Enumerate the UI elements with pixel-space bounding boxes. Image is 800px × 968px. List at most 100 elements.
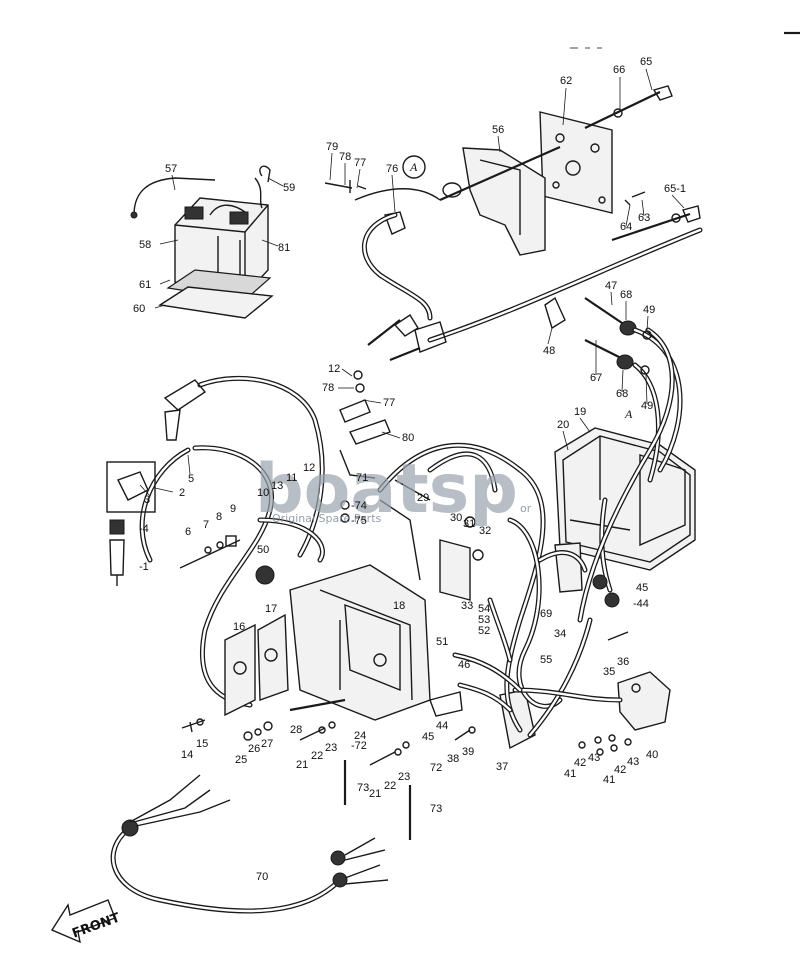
leader-line	[625, 204, 631, 227]
callout-30: 30	[450, 512, 462, 524]
leader-line	[154, 304, 166, 309]
watermark-main: boatsp	[255, 450, 518, 529]
callout-25: 25	[235, 754, 247, 766]
leader-line	[139, 484, 151, 497]
callout-77b: 77	[383, 397, 395, 409]
callout-43b: 43	[627, 756, 639, 768]
callout-71: 71	[356, 472, 368, 484]
callout-44b: 44	[436, 720, 448, 732]
ref-mark-a-box: A	[624, 407, 633, 421]
callout-53: 53	[478, 614, 490, 626]
callout-6: 6	[185, 526, 191, 538]
leader-line	[562, 87, 567, 126]
leader-line	[154, 487, 174, 493]
front-direction-arrow: FRONT	[50, 899, 122, 944]
callout-16: 16	[233, 621, 245, 633]
callout-9: 9	[230, 503, 236, 515]
callout-3: 3	[144, 494, 150, 506]
callout-44a: -44	[633, 598, 649, 610]
callout-55: 55	[540, 654, 552, 666]
callout-11: 11	[286, 472, 297, 484]
callout-42b: 42	[614, 764, 626, 776]
callout-76: 76	[386, 163, 398, 175]
engine-block	[224, 479, 431, 721]
callout-28: 28	[290, 724, 302, 736]
callout-74: -74	[351, 500, 367, 512]
callout-57: 57	[165, 163, 177, 175]
callout-79: 79	[326, 141, 338, 153]
leader-line	[497, 135, 501, 153]
callout-72a: -72	[351, 740, 367, 752]
leader-line	[547, 327, 553, 345]
callout-75: -75	[351, 515, 367, 527]
callout-19: 19	[574, 406, 586, 418]
callout-39: 39	[462, 746, 474, 758]
callout-22b: 22	[384, 780, 396, 792]
callout-41a: 41	[564, 768, 576, 780]
leader-line	[381, 431, 401, 439]
callout-20: 20	[557, 419, 569, 431]
battery-assembly	[130, 165, 274, 319]
callout-69: 69	[540, 608, 552, 620]
callout-23a: 23	[325, 742, 337, 754]
callout-40: 40	[646, 749, 658, 761]
callout-2: 2	[179, 487, 185, 499]
leader-line	[579, 417, 591, 433]
callout-47: 47	[605, 280, 617, 292]
leader-line	[159, 239, 179, 245]
callout-68a: 68	[620, 289, 632, 301]
callout-59: 59	[283, 182, 295, 194]
callout-7: 7	[203, 519, 209, 531]
leader-line	[562, 430, 569, 451]
front-label: FRONT	[70, 910, 122, 941]
leader-lines	[139, 68, 685, 497]
callout-48: 48	[543, 345, 555, 357]
watermark-subtitle: Original Spare Parts	[272, 512, 382, 525]
watermark-suffix: or	[520, 502, 532, 515]
leader-line	[645, 68, 653, 91]
callout-32: 32	[479, 525, 491, 537]
watermark: boatsp or Original Spare Parts	[255, 450, 532, 529]
callout-18: 18	[393, 600, 405, 612]
main-wire-harness	[377, 442, 623, 738]
callout-31: 31	[463, 518, 475, 530]
callout-60: 60	[133, 303, 145, 315]
callout-23b: 23	[398, 771, 410, 783]
callout-27: 27	[261, 738, 273, 750]
callout-10: 10	[257, 487, 269, 499]
callout-15: 15	[196, 738, 208, 750]
callout-8: 8	[216, 511, 222, 523]
callout-67: 67	[590, 372, 602, 384]
callout-41b: 41	[603, 774, 615, 786]
wire-harness-70	[110, 774, 389, 914]
callout-81: 81	[278, 242, 290, 254]
callout-64: 64	[620, 221, 632, 233]
leader-line	[610, 291, 613, 306]
callout-78b: 78	[322, 382, 334, 394]
callout-26: 26	[248, 743, 260, 755]
callout-51: 51	[436, 636, 448, 648]
callout-61: 61	[139, 279, 151, 291]
callout-22a: 22	[311, 750, 323, 762]
callout-42a: 42	[574, 757, 586, 769]
callout-63: 63	[638, 212, 650, 224]
callout-54: 54	[478, 603, 490, 615]
leader-line	[187, 454, 191, 475]
callout-43a: 43	[588, 752, 600, 764]
callout-65: 65	[640, 56, 652, 68]
leader-line	[641, 199, 645, 217]
ignition-cable-group	[106, 375, 325, 708]
ref-mark-a-top: A	[409, 160, 418, 174]
callout-13: 13	[271, 480, 283, 492]
callout-labels: 57 59 58 81 61 60 79 78 77 76 56 62 66 6…	[133, 56, 686, 883]
callout-14: 14	[181, 749, 193, 761]
callout-34: 34	[554, 628, 566, 640]
callout-24: 24	[354, 730, 366, 742]
control-cables-right	[544, 296, 683, 623]
leader-line	[621, 369, 624, 393]
callout-17: 17	[265, 603, 277, 615]
callout-66: 66	[613, 64, 625, 76]
callout-35: 35	[603, 666, 615, 678]
ref-mark-a-label: A	[624, 407, 633, 421]
leader-line	[341, 368, 353, 377]
